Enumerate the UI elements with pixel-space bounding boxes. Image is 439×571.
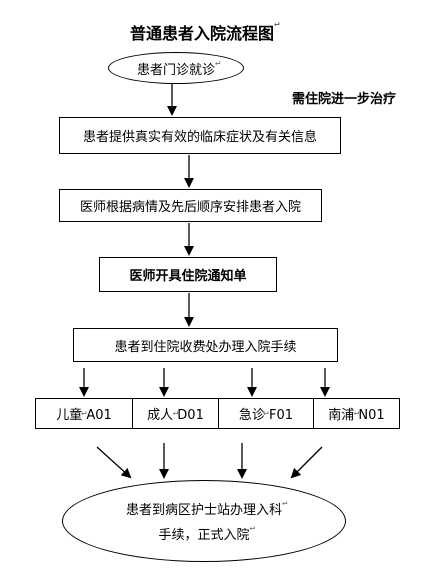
page-title: 普通患者入院流程图↵	[130, 19, 280, 44]
paragraph-mark: ↵	[282, 498, 288, 508]
final-admission-node: 患者到病区护士站办理入科↵ 手续，正式入院↵	[62, 480, 346, 562]
department-cell-adult: 成人 D01↵	[132, 398, 219, 429]
doctor-arrange-label: 医师根据病情及先后顺序安排患者入院	[79, 200, 301, 215]
department-cell-emergency: 急诊 F01↵	[218, 398, 314, 429]
billing-label: 患者到住院收费处办理入院手续	[114, 339, 297, 355]
department-label: 南浦 N01	[328, 408, 385, 423]
admission-notice-node: 医师开具住院通知单↵	[99, 257, 277, 292]
department-label: 儿童 A01	[56, 408, 112, 423]
paragraph-mark: ↵	[263, 408, 269, 418]
paragraph-mark: ↵	[274, 19, 280, 29]
arrow-children-to-final	[96, 446, 132, 479]
side-note: 需住院进一步治疗	[292, 92, 397, 107]
billing-node: 患者到住院收费处办理入院手续↵	[73, 328, 338, 362]
paragraph-mark: ↵	[172, 408, 179, 418]
paragraph-mark: ↵	[185, 269, 191, 279]
paragraph-mark: ↵	[202, 339, 209, 350]
provide-info-label: 患者提供真实有效的临床症状及有关信息	[82, 130, 317, 145]
provide-info-node: 患者提供真实有效的临床症状及有关信息↵	[59, 117, 341, 154]
department-label: 成人 D01	[147, 408, 204, 423]
paragraph-mark: ↵	[187, 200, 194, 210]
department-label: 急诊 F01	[238, 408, 294, 423]
department-cell-nanpu: 南浦 N01↵	[313, 398, 400, 429]
outpatient-visit-label: 患者门诊就诊	[136, 62, 215, 78]
final-admission-line1: 患者到病区护士站办理入科↵	[125, 498, 288, 519]
doctor-arrange-node: 医师根据病情及先后顺序安排患者入院↵	[59, 189, 322, 222]
paragraph-mark: ↵	[353, 408, 360, 418]
final-admission-line2: 手续，正式入院↵	[158, 523, 255, 544]
paragraph-mark: ↵	[249, 523, 255, 533]
paragraph-mark: ↵	[215, 57, 221, 68]
paragraph-mark: ↵	[197, 130, 203, 140]
arrow-nanpu-to-final	[290, 446, 323, 479]
admission-notice-label: 医师开具住院通知单	[129, 269, 247, 284]
outpatient-visit-node: 患者门诊就诊↵	[108, 52, 244, 84]
department-cell-children: 儿童 A01↵	[35, 398, 133, 429]
paragraph-mark: ↵	[81, 408, 87, 418]
